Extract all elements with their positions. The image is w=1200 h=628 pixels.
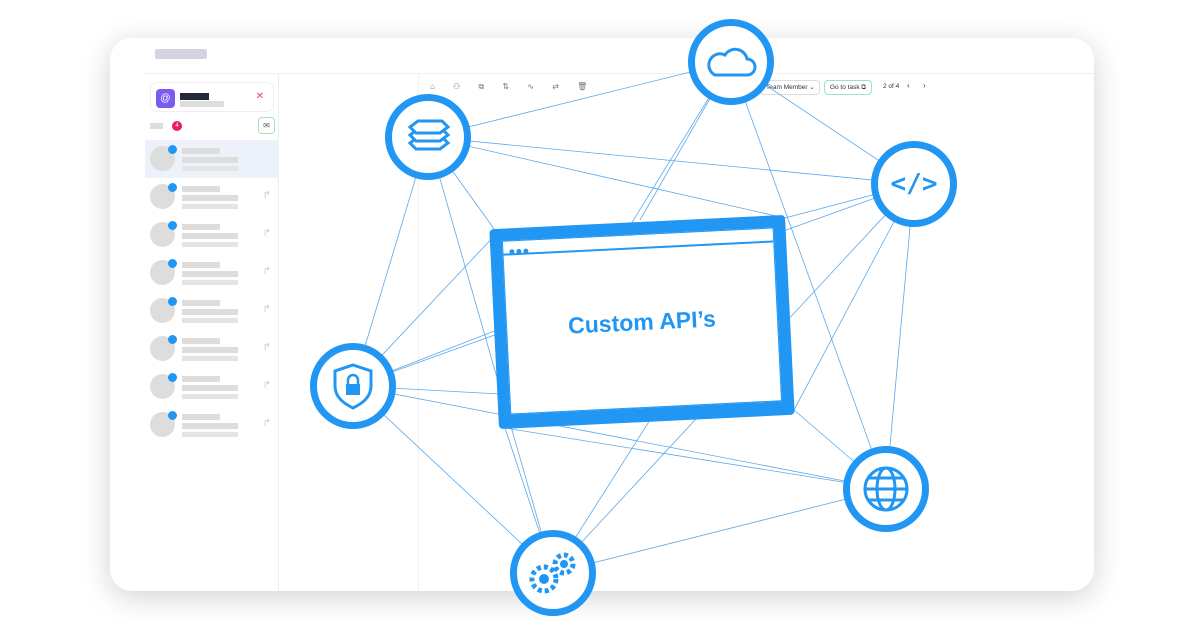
compose-button[interactable]: ✉: [258, 117, 275, 134]
connection-line: [427, 136, 915, 185]
status-dot: [168, 259, 177, 268]
text-placeholder: [182, 385, 238, 391]
text-placeholder: [182, 224, 220, 230]
next-button[interactable]: ›: [923, 81, 926, 90]
globe-node: [843, 446, 929, 532]
inbox-label-placeholder: [150, 123, 163, 129]
api-window: Custom API’s: [489, 214, 795, 430]
database-icon: [407, 119, 451, 151]
forward-icon: ↱: [262, 228, 271, 239]
connection-line: [352, 385, 887, 490]
connection-line: [885, 183, 915, 490]
text-placeholder: [182, 414, 220, 420]
account-card[interactable]: @ ✕: [150, 82, 274, 112]
text-placeholder: [182, 262, 220, 268]
connection-line: [427, 136, 554, 574]
forward-icon: ↱: [262, 342, 271, 353]
status-dot: [168, 335, 177, 344]
status-dot: [168, 183, 177, 192]
text-placeholder: [182, 347, 238, 353]
text-placeholder: [182, 432, 238, 437]
conversation-list-item[interactable]: ↱: [145, 216, 279, 254]
text-placeholder: [182, 394, 238, 399]
close-icon[interactable]: ✕: [255, 91, 264, 102]
globe-icon: [863, 466, 909, 512]
account-name-placeholder: [180, 93, 209, 100]
forward-icon: ↱: [262, 266, 271, 277]
account-icon: @: [156, 89, 175, 108]
connection-line: [352, 385, 554, 574]
cloud-icon: [707, 47, 757, 77]
text-placeholder: [182, 157, 238, 163]
go-to-task-button[interactable]: Go to task ⧉: [824, 80, 872, 95]
connection-line: [427, 61, 732, 138]
conversation-list-item[interactable]: ↱: [145, 254, 279, 292]
text-placeholder: [182, 356, 238, 361]
text-placeholder: [182, 300, 220, 306]
text-placeholder: [182, 148, 220, 154]
status-dot: [168, 373, 177, 382]
text-placeholder: [182, 376, 220, 382]
conversation-list-item[interactable]: ↱: [145, 292, 279, 330]
prev-button[interactable]: ‹: [907, 81, 910, 90]
connection-line: [552, 488, 887, 574]
app-window-background: @ ✕ 4 ✉ ↱↱↱↱↱↱↱ ⌂ ⚇ ⧉ ⇅ ∿ ⇄ 🗑 Team Membe…: [110, 38, 1094, 591]
status-dot: [168, 145, 177, 154]
cloud-node: [688, 19, 774, 105]
status-dot: [168, 297, 177, 306]
text-placeholder: [182, 195, 238, 201]
gears-node: [510, 530, 596, 616]
text-placeholder: [182, 318, 238, 323]
text-placeholder: [182, 186, 220, 192]
security-lock-icon: [333, 363, 373, 410]
text-placeholder: [182, 166, 238, 171]
status-dot: [168, 411, 177, 420]
text-placeholder: [182, 271, 238, 277]
security-node: [310, 343, 396, 429]
text-placeholder: [182, 233, 238, 239]
gears-icon: [529, 552, 576, 594]
diagram-title: Custom API’s: [567, 305, 717, 339]
conversation-list-item[interactable]: ↱: [145, 178, 279, 216]
text-placeholder: [182, 280, 238, 285]
text-placeholder: [182, 204, 238, 209]
status-dot: [168, 221, 177, 230]
forward-icon: ↱: [262, 190, 271, 201]
code-icon: </>: [890, 169, 938, 199]
connection-line: [427, 136, 786, 219]
sidebar: @ ✕ 4 ✉ ↱ ↱ ↱ ↱ ↱ ↱ ↱: [145, 74, 279, 591]
account-sub-placeholder: [180, 101, 224, 107]
text-placeholder: [182, 309, 238, 315]
logo-placeholder: [155, 49, 207, 59]
conversation-list-item[interactable]: [145, 140, 279, 178]
connection-line: [730, 61, 887, 490]
forward-icon: ↱: [262, 380, 271, 391]
unread-badge: 4: [172, 121, 182, 131]
conversation-list-item[interactable]: ↱: [145, 406, 279, 444]
text-placeholder: [182, 242, 238, 247]
forward-icon: ↱: [262, 304, 271, 315]
connection-line: [504, 427, 887, 490]
conversation-list-item[interactable]: ↱: [145, 368, 279, 406]
database-node: [385, 94, 471, 180]
text-placeholder: [182, 338, 220, 344]
code-node: </>: [871, 141, 957, 227]
middle-pane: [279, 74, 419, 591]
forward-icon: ↱: [262, 418, 271, 429]
pager-text: 2 of 4: [883, 83, 900, 90]
text-placeholder: [182, 423, 238, 429]
top-bar: [145, 38, 1094, 74]
window-titlebar: [502, 228, 774, 256]
toolbar-icons[interactable]: ⌂ ⚇ ⧉ ⇅ ∿ ⇄ 🗑: [430, 82, 596, 91]
conversation-list-item[interactable]: ↱: [145, 330, 279, 368]
